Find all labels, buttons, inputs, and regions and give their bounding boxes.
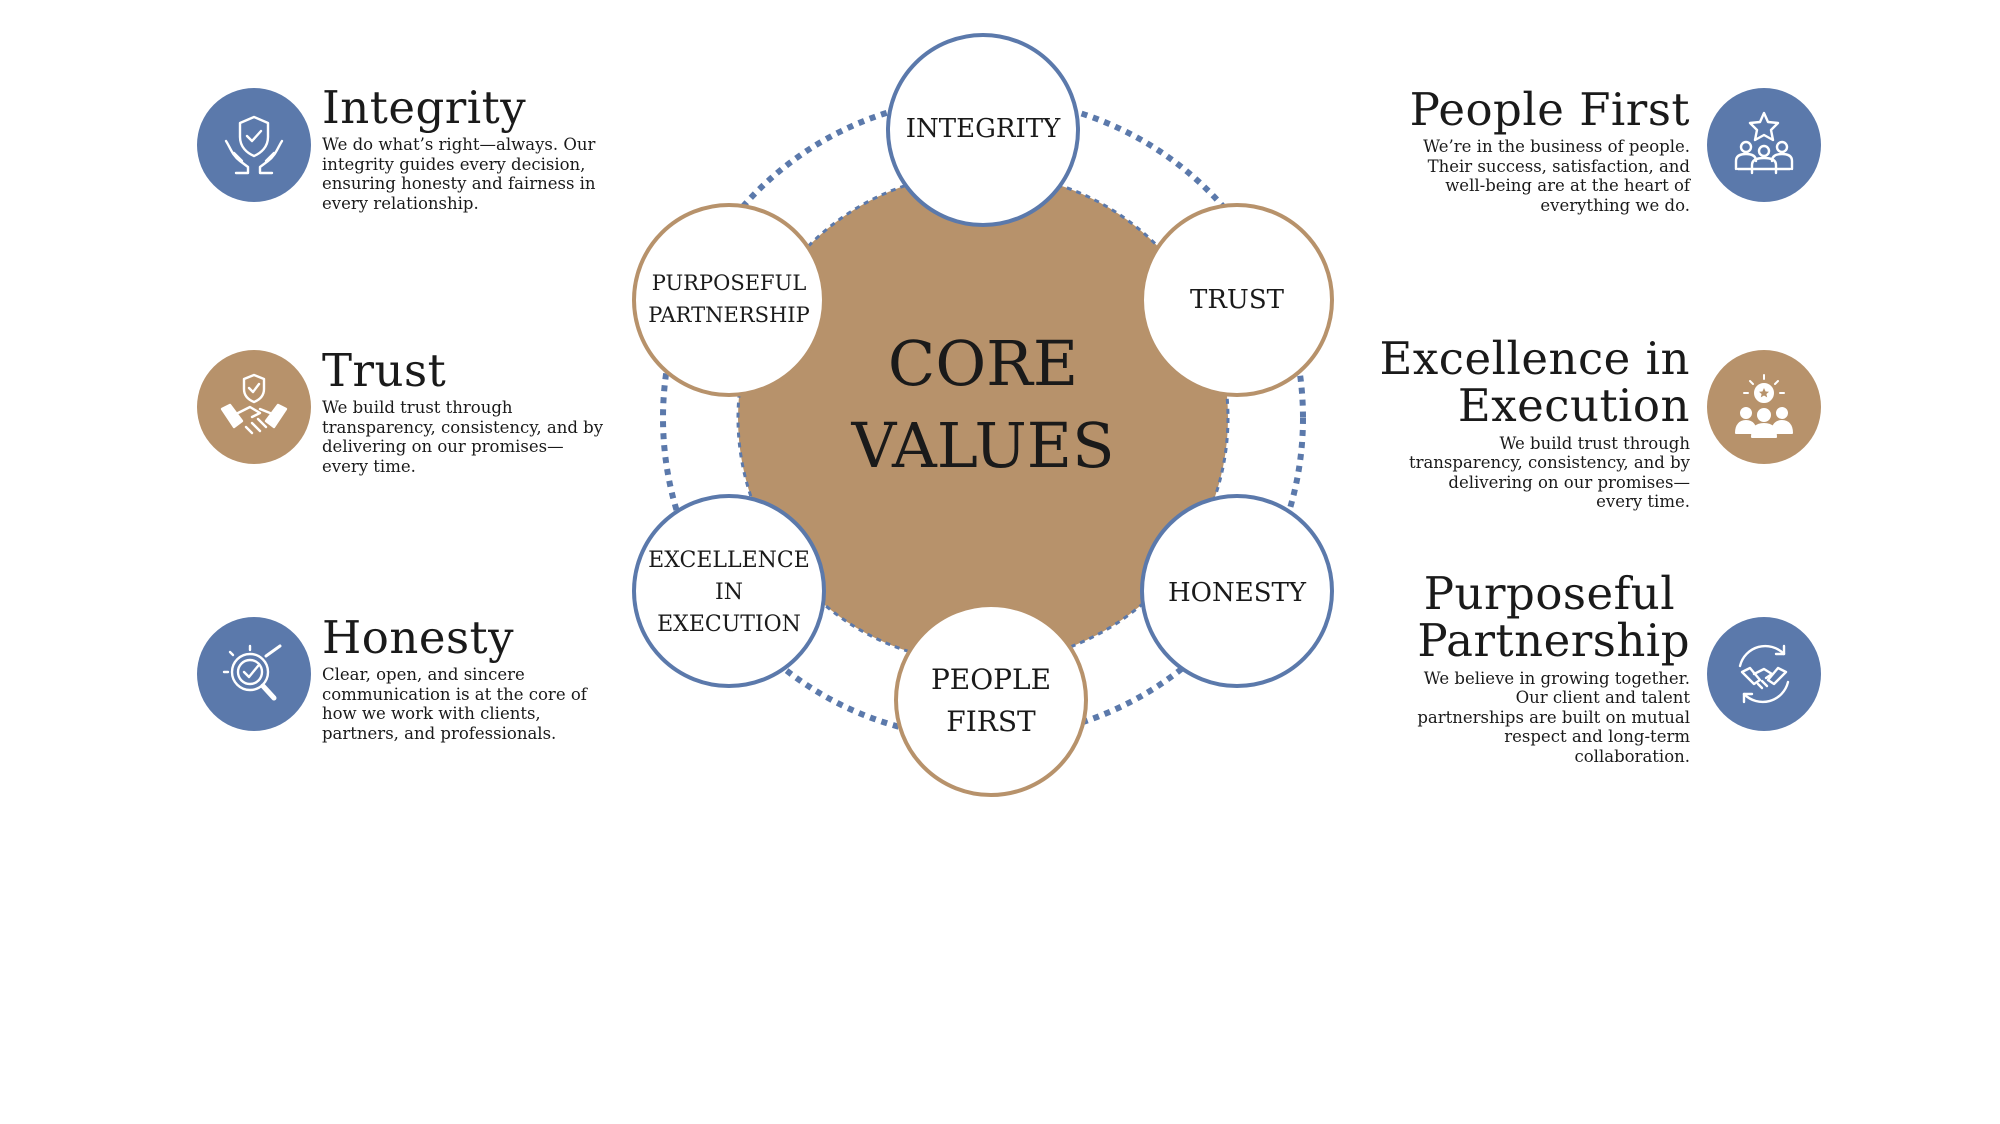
honesty-title: Honesty (322, 611, 515, 664)
partnership-title-line: Purposeful (1423, 567, 1676, 620)
integrity-title: Integrity (322, 81, 527, 134)
people-first-desc: We’re in the business of people. Their s… (1410, 137, 1690, 215)
excellence-desc: We build trust through transparency, con… (1380, 434, 1690, 512)
trust-desc-line: We build trust through (322, 398, 513, 418)
people-first-title-line: People First (1409, 83, 1690, 136)
ring-node-excellence-in-execution (632, 494, 826, 688)
ring-node-people-first (894, 603, 1088, 797)
people-first-badge (1707, 88, 1821, 202)
integrity-desc-line: every relationship. (322, 193, 479, 213)
trust-desc-line: transparency, consistency, and by (322, 417, 604, 437)
people-first-title: People First (1410, 86, 1690, 133)
excellence-desc-line: delivering on our promises— (1448, 472, 1690, 492)
integrity-desc-line: integrity guides every decision, (322, 154, 586, 174)
excellence-title-line: Execution (1457, 379, 1690, 433)
center-title-line1: CORE (888, 327, 1078, 400)
partnership-desc: We believe in growing together. Our clie… (1417, 669, 1690, 767)
integrity-badge (197, 88, 311, 202)
trust-title: Trust (322, 344, 447, 397)
partnership-badge (1707, 617, 1821, 731)
integrity-block: Integrity We do what’s right—always. Our… (322, 84, 596, 213)
ring-node-trust (1140, 203, 1334, 397)
honesty-desc-line: communication is at the core of (322, 684, 587, 704)
ring-label-excellence-2: IN (715, 580, 743, 605)
team-star-icon (1734, 111, 1794, 175)
excellence-desc-line: every time. (1596, 492, 1690, 511)
integrity-desc-line: We do what’s right—always. Our (322, 135, 596, 155)
honesty-desc-line: Clear, open, and sincere (322, 665, 525, 685)
partnership-desc-line: respect and long-term (1504, 727, 1690, 746)
ring-label-excellence-3: EXECUTION (657, 612, 801, 637)
partnership-desc-line: collaboration. (1574, 746, 1691, 766)
excellence-title-line: Excellence in (1379, 332, 1690, 385)
ring-label-honesty-1: HONESTY (1168, 578, 1307, 608)
partnership-block: Purposeful Partnership We believe in gro… (1417, 570, 1690, 766)
trust-desc-line: every time. (322, 456, 416, 476)
dotted-ring (660, 95, 1306, 741)
partnership-desc-line: We believe in growing together. (1423, 668, 1690, 688)
ring-label-people-first-2: FIRST (946, 705, 1036, 738)
honesty-desc: Clear, open, and sincere communication i… (322, 665, 587, 743)
excellence-badge (1707, 350, 1821, 464)
excellence-desc-line: We build trust through (1499, 433, 1690, 453)
partnership-desc-line: Our client and talent (1515, 688, 1690, 707)
people-first-desc-line: We’re in the business of people. (1423, 137, 1690, 157)
ring-label-integrity-1: INTEGRITY (906, 114, 1061, 144)
ring-node-honesty (1140, 494, 1334, 688)
trust-desc-line: delivering on our promises— (322, 437, 564, 457)
honesty-block: Honesty Clear, open, and sincere communi… (322, 614, 587, 743)
handshake-shield-icon (220, 373, 288, 435)
partnership-title: Purposeful Partnership (1417, 570, 1690, 665)
trust-block: Trust We build trust through transparenc… (322, 347, 603, 476)
excellence-block: Excellence in Execution We build trust t… (1380, 335, 1690, 512)
integrity-desc: We do what’s right—always. Our integrity… (322, 135, 596, 213)
ring-label-excellence-1: EXCELLENCE (648, 548, 810, 573)
honesty-desc-line: partners, and professionals. (322, 723, 557, 743)
ring-node-integrity (886, 33, 1080, 227)
excellence-title: Excellence in Execution (1380, 335, 1690, 430)
people-first-block: People First We’re in the business of pe… (1410, 86, 1690, 215)
ring-label-purposeful-2: PARTNERSHIP (648, 303, 809, 327)
integrity-desc-line: ensuring honesty and fairness in (322, 174, 596, 194)
ring-label-trust-1: TRUST (1190, 285, 1285, 315)
shield-hands-icon (224, 115, 284, 175)
honesty-badge (197, 617, 311, 731)
ring-node-purposeful-partnership (632, 203, 826, 397)
center-title-line2: VALUES (850, 409, 1114, 482)
handshake-cycle-icon (1738, 644, 1790, 704)
ring-label-purposeful-1: PURPOSEFUL (652, 271, 807, 295)
group-award-icon (1735, 374, 1793, 438)
trust-badge (197, 350, 311, 464)
magnifier-check-icon (222, 644, 282, 701)
partnership-desc-line: partnerships are built on mutual (1417, 707, 1690, 727)
honesty-desc-line: how we work with clients, (322, 704, 541, 724)
people-first-desc-line: well-being are at the heart of (1445, 176, 1690, 196)
partnership-title-line: Partnership (1417, 614, 1690, 668)
ring-label-people-first-1: PEOPLE (931, 663, 1051, 696)
trust-desc: We build trust through transparency, con… (322, 398, 603, 476)
people-first-desc-line: everything we do. (1540, 195, 1690, 215)
people-first-desc-line: Their success, satisfaction, and (1427, 156, 1690, 176)
excellence-desc-line: transparency, consistency, and by (1408, 453, 1690, 472)
